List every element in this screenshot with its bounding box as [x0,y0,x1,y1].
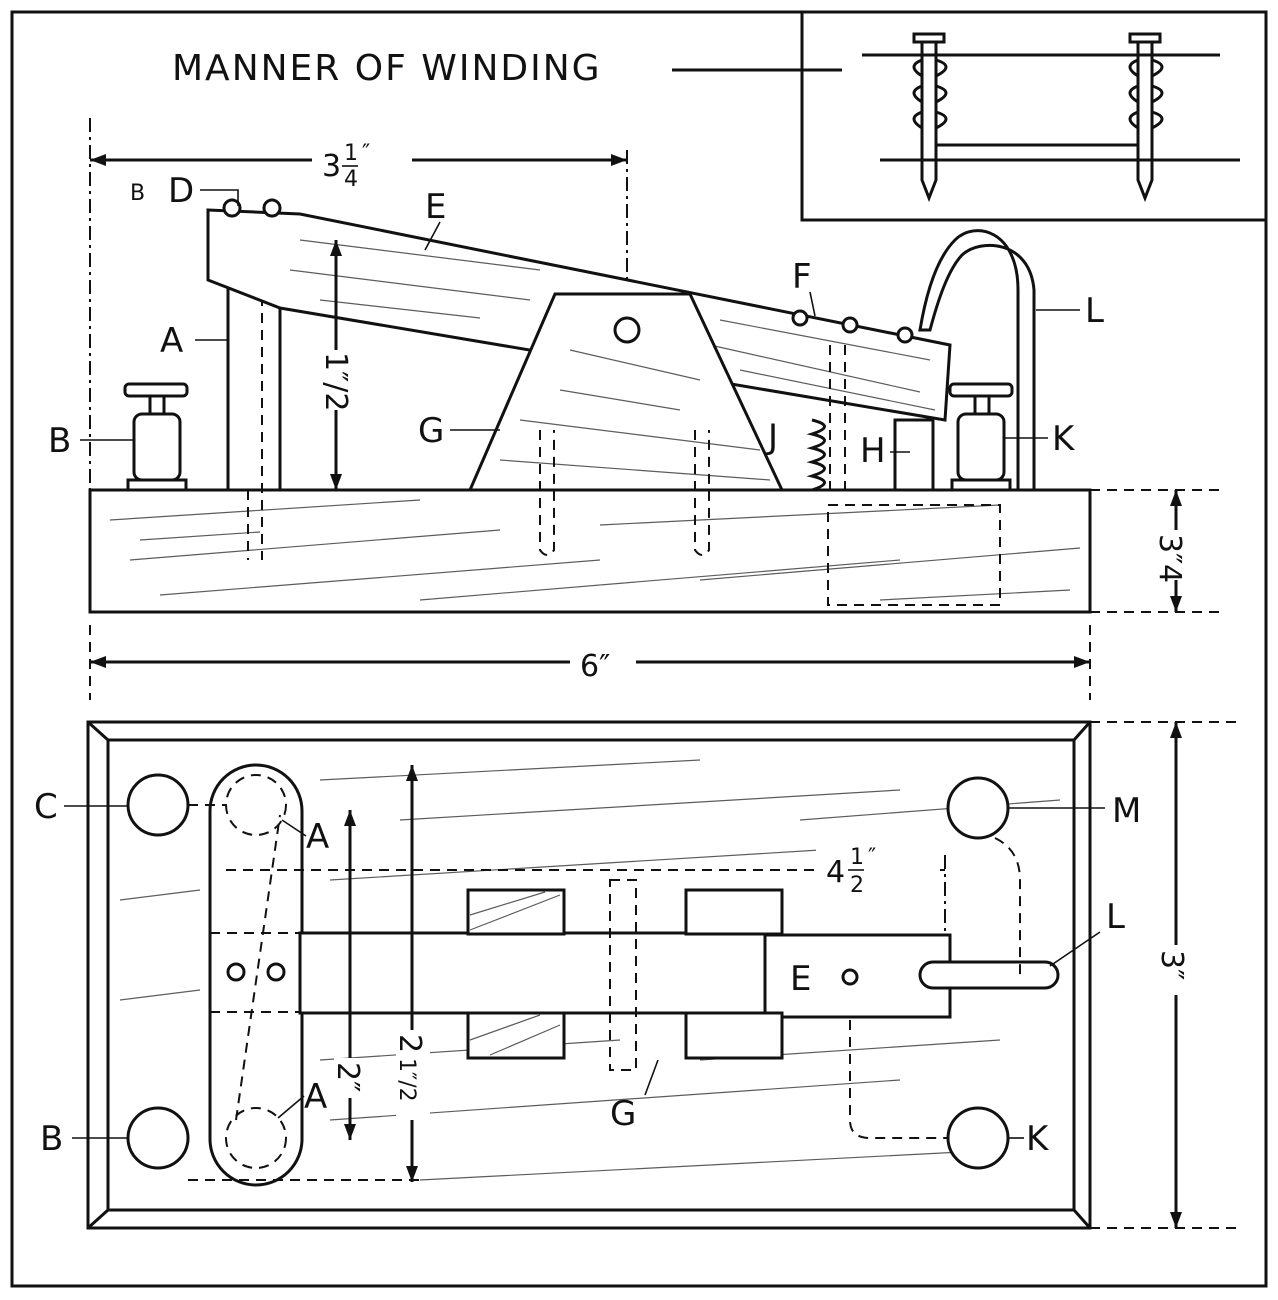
dim-lever-span-den: 4 [344,167,358,192]
dim-lever-span-prime: ″ [362,141,370,166]
label-g: G [418,411,444,451]
terminal-b [126,1106,190,1170]
label-j: J [766,417,778,457]
dim-lever-span-whole: 3 [322,149,341,184]
label-a-lower: A [304,1077,327,1117]
dim-post-height-text: 1″/2 [318,352,353,412]
dim-width: 3″ [1090,721,1240,1229]
label-d: D [168,171,194,211]
dim-base-length: 6″ [89,625,1091,700]
dim-post-spacing: 2″ [330,810,366,1140]
wiring-m-to-l [994,837,1021,975]
dim-lever-span-num: 1 [344,141,358,166]
inset-nail-right [1128,32,1164,203]
label-l-side: L [1085,291,1104,331]
label-e-top: E [790,959,811,999]
dim-base-thickness: 3″ 4 [1090,489,1220,613]
label-c: C [34,787,58,827]
hook-l [918,229,1036,492]
terminal-c [126,773,190,837]
winding-inset: MANNER OF WINDING [172,12,1266,222]
top-view: 4 1 2 ″ 2″ 2 1″/2 3″ [34,720,1240,1230]
label-g-top: G [610,1094,636,1134]
dim-inner: 4 1 2 ″ [226,844,946,935]
label-a: A [160,321,183,361]
dim-base-length-text: 6″ [580,649,610,684]
top-lever-e [298,931,1060,1019]
label-small-b: B [130,181,145,206]
side-view: 3 1 4 ″ [48,118,1220,700]
spring-j [806,345,846,492]
dim-post-spacing-text: 2″ [330,1062,365,1092]
contact-post-h [893,418,935,492]
outer-frame [10,10,1268,1288]
dim-post-spacing-outer-frac: 1″/2 [394,1058,419,1102]
pivot-pin [613,316,641,344]
label-e: E [425,187,446,227]
side-base-block [88,488,1092,614]
dim-inner-whole: 4 [826,855,845,890]
label-f: F [792,257,812,297]
terminal-k [946,1106,1010,1170]
dim-inner-den: 2 [850,873,864,898]
dim-post-height: 1″/2 [318,240,354,490]
top-fulcrum-blocks [466,879,784,1071]
label-b-top: B [40,1119,63,1159]
inset-title: MANNER OF WINDING [172,48,602,89]
terminal-m [946,776,1010,840]
label-k-side: K [1052,419,1076,459]
inset-nail-left [912,32,948,203]
label-m: M [1112,791,1141,831]
dim-width-text: 3″ [1154,950,1189,980]
dim-inner-prime: ″ [868,845,876,870]
label-l-top: L [1106,897,1125,937]
fulcrum-block-g [467,292,785,556]
label-a-upper: A [306,817,329,857]
dim-lever-span: 3 1 4 ″ [89,118,628,610]
label-k-top: K [1026,1119,1050,1159]
binding-post-b [123,382,189,492]
dim-post-spacing-outer: 2 1″/2 [392,765,430,1182]
dim-post-spacing-outer-whole: 2 [392,1034,427,1053]
binding-post-k [948,382,1014,492]
dim-base-thickness-den: 4 [1152,564,1187,583]
dim-base-thickness-num: 3″ [1152,534,1187,564]
label-h: H [860,431,886,471]
label-b: B [48,421,71,461]
dim-inner-num: 1 [850,845,864,870]
